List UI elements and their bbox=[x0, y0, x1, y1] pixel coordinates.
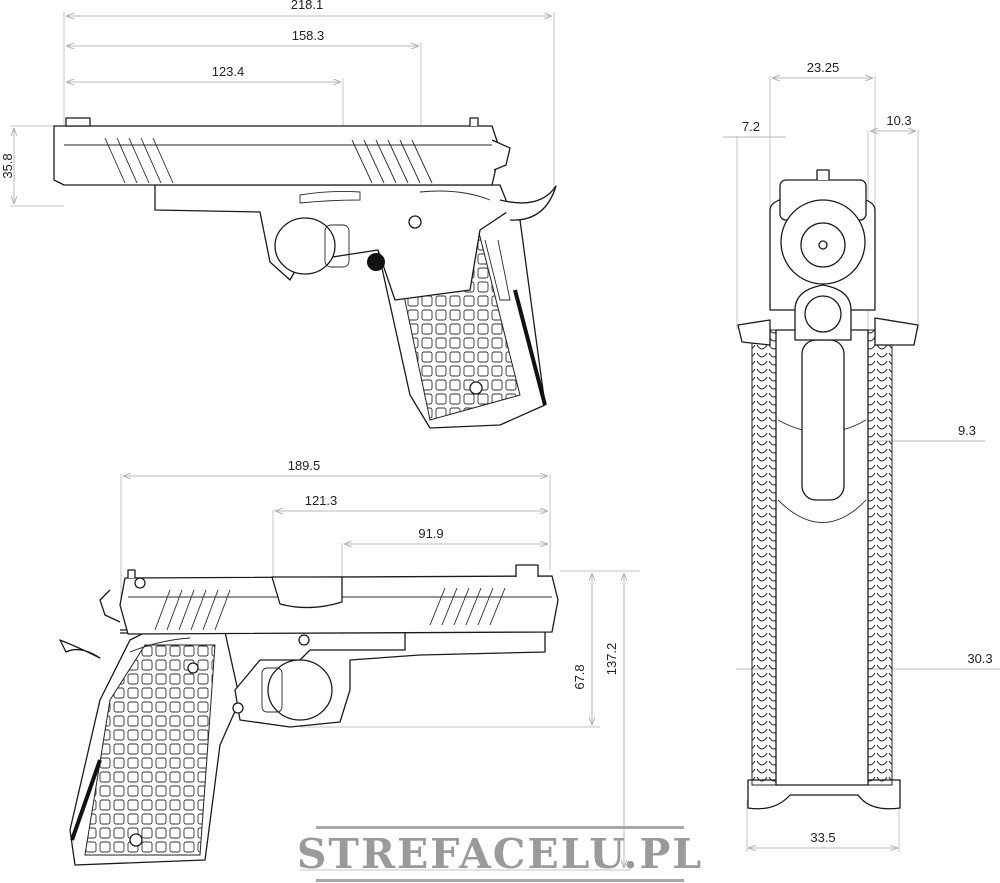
dim-label-158-3: 158.3 bbox=[292, 28, 325, 43]
left-side-view: 218.1 158.3 123.4 35.8 bbox=[0, 0, 557, 429]
pistol-front-outline bbox=[737, 169, 919, 810]
dim-label-91-9: 91.9 bbox=[418, 526, 443, 541]
dim-label-189-5: 189.5 bbox=[288, 458, 321, 473]
pistol-left-outline bbox=[53, 117, 557, 429]
dim-label-23-25: 23.25 bbox=[807, 60, 840, 75]
dim-label-67-8: 67.8 bbox=[572, 664, 587, 689]
dim-label-7-2: 7.2 bbox=[742, 119, 760, 134]
right-side-view: 189.5 121.3 91.9 67.8 137.2 bbox=[59, 458, 640, 871]
dim-label-121-3: 121.3 bbox=[305, 493, 338, 508]
dim-label-137-2: 137.2 bbox=[604, 643, 619, 676]
dim-label-10-3: 10.3 bbox=[886, 113, 911, 128]
dim-label-9-3: 9.3 bbox=[958, 423, 976, 438]
pistol-right-outline bbox=[59, 564, 559, 866]
watermark-logo: STREFACELU.PL bbox=[297, 826, 701, 882]
dim-label-123-4: 123.4 bbox=[212, 64, 245, 79]
dim-label-33-5: 33.5 bbox=[810, 830, 835, 845]
dim-label-30-3: 30.3 bbox=[967, 651, 992, 666]
dim-label-218-1: 218.1 bbox=[291, 0, 324, 12]
front-view: 23.25 7.2 10.3 9.3 30.3 33.5 bbox=[723, 60, 1000, 852]
dim-label-35-8: 35.8 bbox=[0, 153, 15, 178]
